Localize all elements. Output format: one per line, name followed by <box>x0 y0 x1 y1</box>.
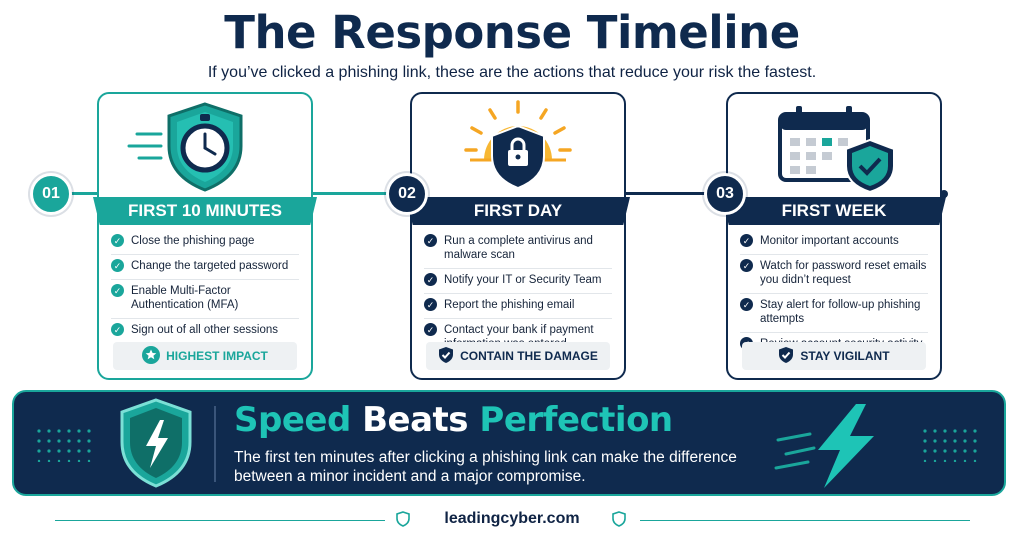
banner-title: Speed Beats Perfection <box>234 400 673 440</box>
step-number-3: 03 <box>704 173 746 215</box>
star-badge-icon <box>142 345 161 367</box>
footer-site-link[interactable]: leadingcyber.com <box>444 510 580 527</box>
action-list: ✓Close the phishing page ✓Change the tar… <box>111 230 299 343</box>
check-icon: ✓ <box>424 323 437 336</box>
list-item: ✓Monitor important accounts <box>740 230 928 255</box>
list-item: ✓Run a complete antivirus and malware sc… <box>424 230 612 269</box>
divider <box>214 406 216 482</box>
action-list: ✓Monitor important accounts ✓Watch for p… <box>740 230 928 357</box>
dot-pattern-right <box>922 428 982 467</box>
contain-badge: CONTAIN THE DAMAGE <box>426 342 610 370</box>
step-title: FIRST 10 MINUTES <box>93 197 317 225</box>
check-icon: ✓ <box>111 259 124 272</box>
check-icon: ✓ <box>740 259 753 272</box>
timeline-end-dot <box>940 190 948 198</box>
sunrise-lock-shield-icon <box>412 100 624 192</box>
banner-text: The first ten minutes after clicking a p… <box>234 449 737 485</box>
shield-check-icon <box>778 346 794 367</box>
timeline-line-navy <box>420 192 945 195</box>
check-icon: ✓ <box>424 298 437 311</box>
check-icon: ✓ <box>424 234 437 247</box>
shield-icon <box>612 511 626 532</box>
step-card-first-week: FIRST WEEK ✓Monitor important accounts ✓… <box>722 92 946 380</box>
step-card-first-10-minutes: FIRST 10 MINUTES ✓Close the phishing pag… <box>93 92 317 380</box>
action-list: ✓Run a complete antivirus and malware sc… <box>424 230 612 357</box>
check-icon: ✓ <box>740 234 753 247</box>
lightning-bolt-icon <box>774 400 884 495</box>
shield-icon <box>396 511 410 532</box>
step-title: FIRST WEEK <box>722 197 946 225</box>
footer-line-left <box>55 520 385 521</box>
footer-line-right <box>640 520 970 521</box>
stopwatch-shield-icon <box>99 100 311 192</box>
list-item: ✓Notify your IT or Security Team <box>424 269 612 294</box>
dot-pattern-left <box>36 428 96 467</box>
check-icon: ✓ <box>111 284 124 297</box>
shield-check-icon <box>438 346 454 367</box>
list-item: ✓Close the phishing page <box>111 230 299 255</box>
list-item: ✓Stay alert for follow-up phishing attem… <box>740 294 928 333</box>
speed-banner: Speed Beats Perfection The first ten min… <box>12 390 1006 496</box>
page-subtitle: If you’ve clicked a phishing link, these… <box>207 64 817 81</box>
list-item: ✓Change the targeted password <box>111 255 299 280</box>
lightning-shield-icon <box>118 396 194 495</box>
step-title: FIRST DAY <box>406 197 630 225</box>
check-icon: ✓ <box>111 323 124 336</box>
list-item: ✓Enable Multi-Factor Authentication (MFA… <box>111 280 299 319</box>
check-icon: ✓ <box>111 234 124 247</box>
check-icon: ✓ <box>424 273 437 286</box>
step-number-2: 02 <box>386 173 428 215</box>
step-number-1: 01 <box>30 173 72 215</box>
vigilant-badge: STAY VIGILANT <box>742 342 926 370</box>
list-item: ✓Watch for password reset emails you did… <box>740 255 928 294</box>
page-title: The Response Timeline <box>224 6 800 59</box>
list-item: ✓Report the phishing email <box>424 294 612 319</box>
impact-badge: HIGHEST IMPACT <box>113 342 297 370</box>
step-card-first-day: FIRST DAY ✓Run a complete antivirus and … <box>406 92 630 380</box>
list-item: ✓Sign out of all other sessions <box>111 319 299 343</box>
check-icon: ✓ <box>740 298 753 311</box>
calendar-shield-icon <box>728 100 940 194</box>
